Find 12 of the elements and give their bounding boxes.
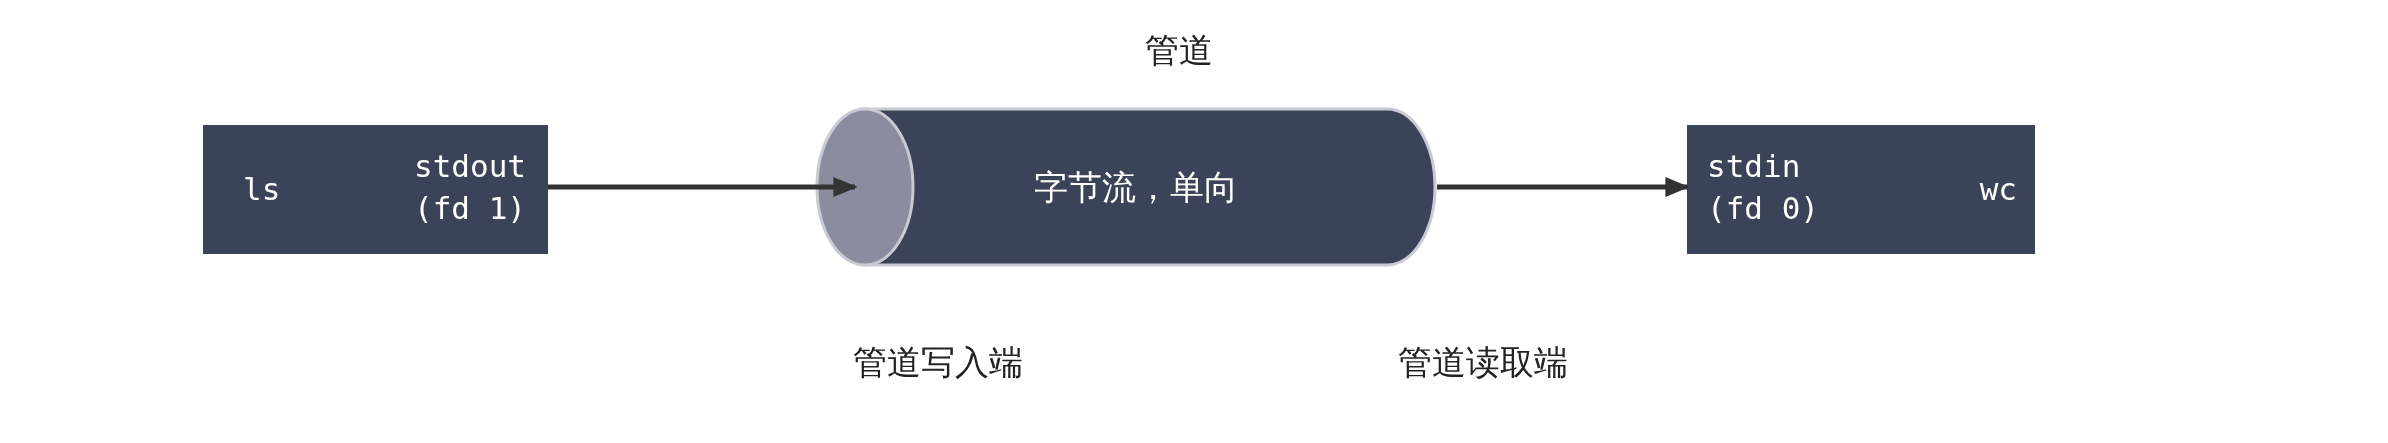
stream-label: stdin (fd 0) (1707, 147, 1820, 228)
title-label: 管道 (1145, 29, 1213, 72)
process-name: ls (243, 170, 281, 209)
process-box (203, 125, 548, 254)
process-box (1687, 125, 2035, 254)
process-name: wc (1979, 170, 2017, 209)
end-label: 管道读取端 (1398, 341, 1568, 384)
arrow (548, 177, 857, 197)
end-label: 管道写入端 (853, 341, 1023, 384)
pipe-label: 字节流，单向 (1033, 166, 1239, 209)
arrow (1437, 177, 1689, 197)
stream-label: stdout (fd 1) (414, 147, 527, 228)
